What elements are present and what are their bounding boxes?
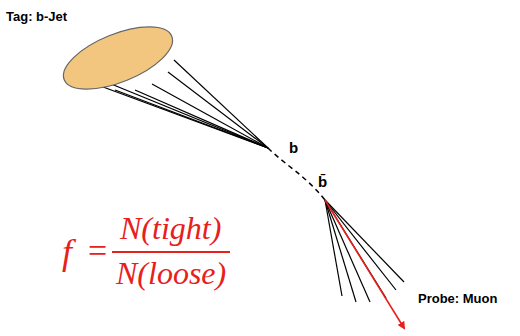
- antiquark-label: b̄: [318, 174, 327, 189]
- b-jet-cone: [55, 14, 181, 102]
- fraction-bar: [112, 251, 230, 253]
- formula-denominator: N(loose): [116, 257, 226, 289]
- formula-equals: =: [88, 234, 107, 268]
- muon-track: [325, 200, 404, 328]
- formula-symbol: f: [62, 234, 72, 270]
- formula-numerator: N(tight): [120, 212, 221, 244]
- b-pair-line: [268, 148, 325, 200]
- quark-label: b: [289, 140, 298, 155]
- probe-label: Probe: Muon: [418, 292, 497, 305]
- probe-jet-tracks: [325, 200, 404, 302]
- tag-label: Tag: b-Jet: [6, 10, 67, 23]
